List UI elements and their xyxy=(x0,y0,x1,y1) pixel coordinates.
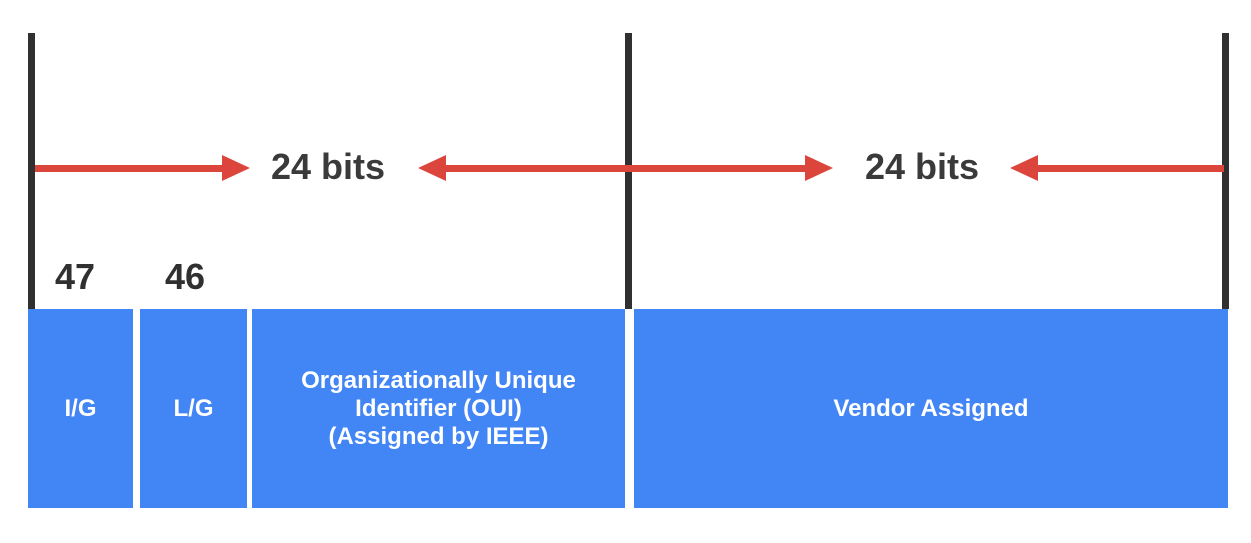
field-box-ig: I/G xyxy=(28,309,133,508)
field-box-lg: L/G xyxy=(140,309,247,508)
field-box-oui: Organizationally Unique Identifier (OUI)… xyxy=(252,309,625,508)
boundary-line-left xyxy=(28,33,35,309)
arrow-shaft xyxy=(35,165,222,172)
arrow-left-icon xyxy=(1010,155,1038,181)
field-box-vendor: Vendor Assigned xyxy=(634,309,1228,508)
field-label-oui: Organizationally Unique Identifier (OUI)… xyxy=(301,366,576,450)
arrow-left-icon xyxy=(418,155,446,181)
bit-index-46: 46 xyxy=(165,256,206,297)
width-label-vendor: 24 bits xyxy=(864,146,980,187)
field-label-lg: L/G xyxy=(173,394,214,422)
arrow-shaft xyxy=(1036,165,1224,172)
field-label-vendor: Vendor Assigned xyxy=(833,394,1029,422)
arrow-right-icon xyxy=(805,155,833,181)
boundary-line-right xyxy=(1222,33,1229,309)
bit-index-47: 47 xyxy=(55,256,96,297)
field-label-ig: I/G xyxy=(64,394,97,422)
width-label-oui: 24 bits xyxy=(270,146,386,187)
arrow-shaft xyxy=(444,165,807,172)
arrow-right-icon xyxy=(222,155,250,181)
